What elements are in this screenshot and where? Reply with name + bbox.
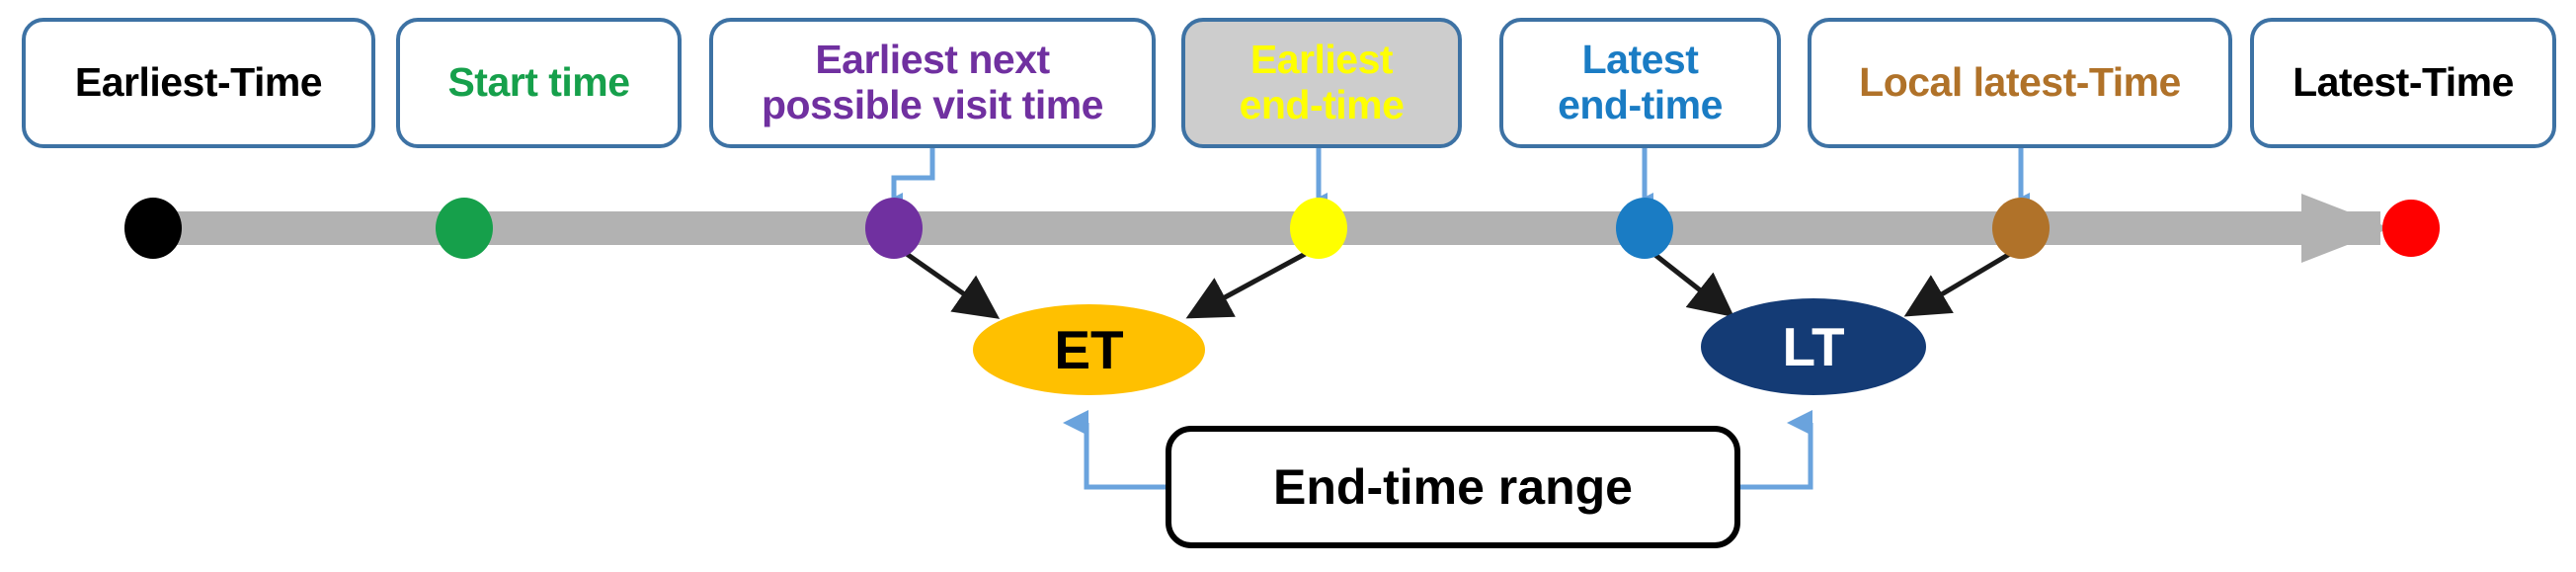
timeline-dot-latest-end-time[interactable] xyxy=(1616,198,1673,259)
timeline-dot-earliest-end-time[interactable] xyxy=(1290,198,1347,259)
node-et[interactable]: ET xyxy=(973,304,1205,395)
label-text-earliest-end-time: Earliest end-time xyxy=(1239,37,1405,127)
connector-range-to-et xyxy=(1063,410,1167,490)
label-box-earliest-end-time[interactable]: Earliest end-time xyxy=(1181,18,1462,148)
label-text-earliest-time: Earliest-Time xyxy=(74,59,323,106)
timeline-dot-start-time[interactable] xyxy=(436,198,493,259)
label-text-earliest-next-possible-visit-time: Earliest next possible visit time xyxy=(762,37,1103,127)
label-box-latest-end-time[interactable]: Latest end-time xyxy=(1499,18,1781,148)
end-time-range-box[interactable]: End-time range xyxy=(1166,426,1740,548)
arrow-brown-to-lt xyxy=(1903,249,2015,317)
timeline-dot-local-latest-time[interactable] xyxy=(1992,198,2050,259)
label-box-earliest-next-possible-visit-time[interactable]: Earliest next possible visit time xyxy=(709,18,1156,148)
timeline-dot-earliest-next-possible-visit-time[interactable] xyxy=(865,198,923,259)
arrow-purple-to-et xyxy=(902,249,1001,319)
node-lt-label: LT xyxy=(1782,316,1845,377)
connector-visit-time xyxy=(891,148,935,203)
label-text-local-latest-time: Local latest-Time xyxy=(1859,59,2181,106)
arrow-blue-to-lt xyxy=(1650,250,1734,318)
timeline-dot-earliest-time[interactable] xyxy=(124,198,182,259)
label-text-latest-time: Latest-Time xyxy=(2293,59,2514,106)
label-box-local-latest-time[interactable]: Local latest-Time xyxy=(1808,18,2232,148)
arrow-yellow-to-et xyxy=(1185,249,1311,319)
connector-range-to-lt xyxy=(1738,410,1813,490)
label-box-latest-time[interactable]: Latest-Time xyxy=(2250,18,2556,148)
label-box-earliest-time[interactable]: Earliest-Time xyxy=(22,18,375,148)
label-text-start-time: Start time xyxy=(447,59,630,106)
node-et-label: ET xyxy=(1054,319,1124,380)
label-text-latest-end-time: Latest end-time xyxy=(1558,37,1723,127)
end-time-range-label: End-time range xyxy=(1273,459,1633,515)
label-box-start-time[interactable]: Start time xyxy=(396,18,682,148)
node-lt[interactable]: LT xyxy=(1701,298,1926,395)
timeline-dot-latest-time[interactable] xyxy=(2382,200,2440,257)
